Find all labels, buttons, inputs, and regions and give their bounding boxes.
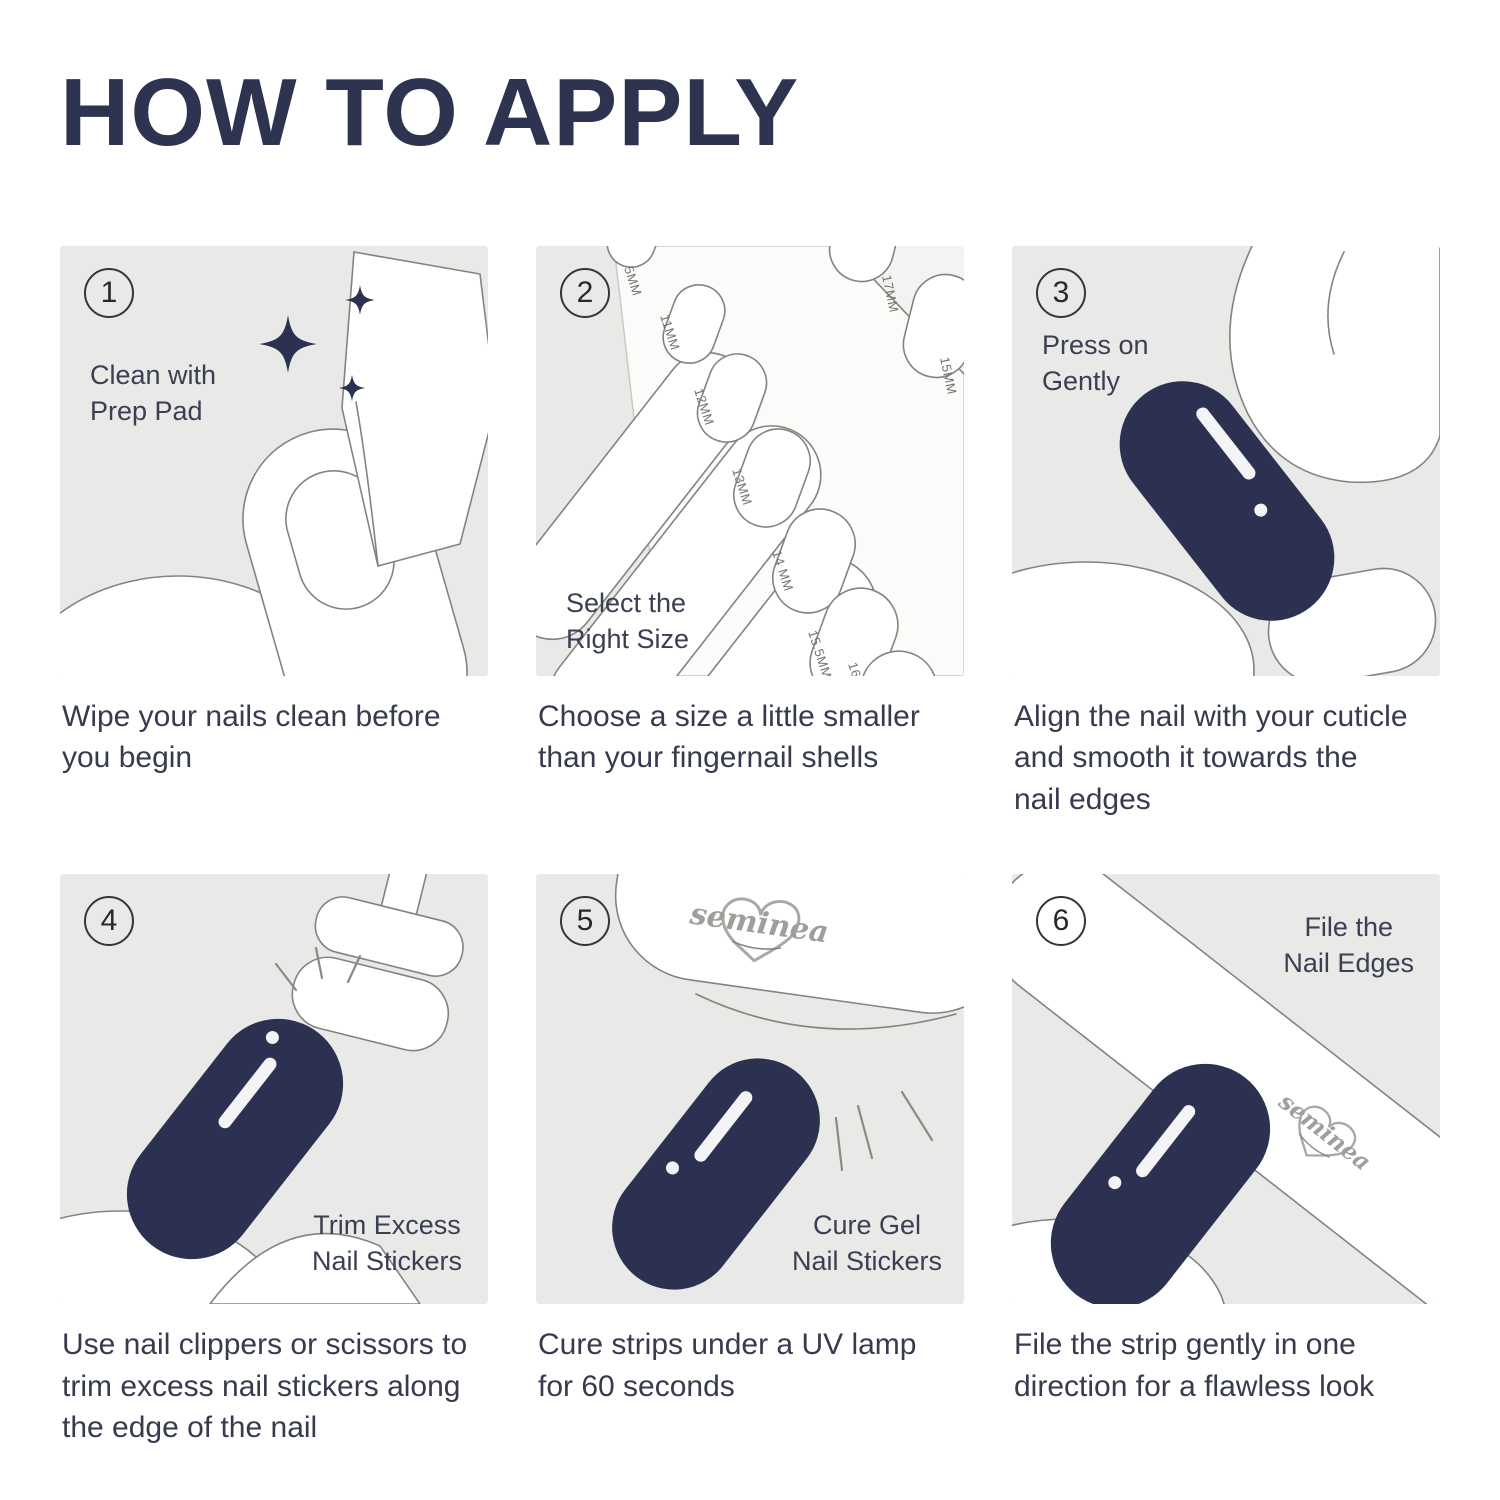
strip-body (126, 1019, 344, 1260)
step-number-badge: 3 (1036, 268, 1086, 318)
trim-sparks (274, 947, 362, 992)
press-illustration (1012, 246, 1440, 676)
step-6: seminea 6 File the Nail Edges File the s… (1012, 874, 1440, 1448)
step-3: 3 Press on Gently Align the nail with yo… (1012, 246, 1440, 820)
thumb-crease (1327, 251, 1345, 355)
clipper-lever (314, 896, 464, 978)
strip-highlight-dot (1254, 503, 1268, 517)
step-4: 4 Trim Excess Nail Stickers Use nail cli… (60, 874, 488, 1448)
fingertip-skin (208, 1233, 421, 1305)
step-label: Select the Right Size (566, 588, 690, 654)
prep-pad (341, 251, 488, 567)
step-label: File the Nail Edges (1283, 912, 1414, 978)
strip-highlight-dot (1108, 1176, 1122, 1190)
step-label: Cure Gel Nail Stickers (791, 1210, 942, 1276)
pad-fold-line (355, 401, 379, 567)
step-number-badge: 4 (84, 896, 134, 947)
strip-body (612, 1058, 820, 1290)
step-caption: Align the nail with your cuticle and smo… (1014, 700, 1408, 816)
sticker-13mm (733, 428, 811, 528)
gel-nail-strip (612, 1058, 820, 1290)
lamp-body (614, 874, 964, 1015)
step-caption: Wipe your nails clean before you begin (62, 700, 441, 775)
strip-highlight (218, 1057, 277, 1129)
step-caption: File the strip gently in one direction f… (1014, 1328, 1375, 1403)
clean-illustration (60, 251, 488, 676)
nail-size-stickers (606, 246, 964, 676)
uv-lamp: seminea (614, 874, 964, 1015)
gel-nail-strip (1050, 1064, 1271, 1305)
finger (1012, 561, 1255, 676)
strip-highlight (694, 1091, 753, 1162)
step-number-badge: 2 (560, 268, 610, 318)
heart-icon (721, 897, 801, 963)
lamp-opening (695, 993, 957, 1030)
strip-body (1119, 381, 1335, 621)
sticker-12mm (696, 353, 768, 443)
step-5: seminea 5 Cure Gel Nail Stickers Cure st (536, 874, 964, 1448)
trim-illustration (60, 874, 464, 1305)
strip-highlight-dot (265, 1031, 279, 1045)
sticker-17mm (828, 246, 904, 283)
strip-highlight-dot (666, 1161, 680, 1175)
steps-grid: 1 Clean with Prep Pad Wipe your nails cl… (0, 246, 1500, 1448)
sticker-5mm (606, 246, 666, 268)
step-caption: Cure strips under a UV lamp for 60 secon… (538, 1328, 917, 1403)
step-number-badge: 1 (84, 268, 134, 318)
step-5-panel: seminea 5 Cure Gel Nail Stickers (536, 874, 964, 1305)
step-6-panel: seminea 6 File the Nail Edges (1012, 874, 1440, 1305)
strip-body (1050, 1064, 1271, 1305)
gel-nail-strip (126, 1019, 344, 1260)
step-number-badge: 5 (560, 896, 610, 947)
step-2-panel: 5MM 11MM 12MM 13MM 14 MM 15.5MM 16.5MM 1… (536, 246, 964, 676)
step-4-panel: 4 Trim Excess Nail Stickers (60, 874, 488, 1305)
sparkles-icon (259, 285, 375, 402)
strip-highlight (1136, 1105, 1196, 1178)
heart-icon (1298, 1105, 1357, 1157)
nail-file: seminea (1012, 874, 1440, 1305)
step-label: Trim Excess Nail Stickers (311, 1210, 462, 1276)
step-caption: Use nail clippers or scissors to trim ex… (62, 1328, 468, 1444)
step-label: Press on Gently (1042, 330, 1149, 396)
page-title: HOW TO APPLY (60, 59, 800, 166)
strip-highlight (1196, 407, 1256, 480)
size-select-illustration: 5MM 11MM 12MM 13MM 14 MM 15.5MM 16.5MM 1… (536, 246, 964, 676)
step-3-panel: 3 Press on Gently (1012, 246, 1440, 676)
sticker-14mm (772, 508, 856, 614)
step-2: 5MM 11MM 12MM 13MM 14 MM 15.5MM 16.5MM 1… (536, 246, 964, 820)
sparkle-small-bottom (338, 374, 366, 402)
cure-illustration: seminea (612, 874, 964, 1290)
sticker-16-5mm (846, 650, 938, 676)
nail-clippers-icon (291, 874, 464, 1052)
sparkle-large (259, 315, 317, 373)
gel-nail-strip (1119, 381, 1335, 621)
brand-tagline-flourish (1298, 1133, 1330, 1158)
ring-finger (652, 556, 878, 676)
clipper-body (291, 956, 450, 1052)
sticker-11mm (662, 284, 726, 364)
sticker-15mm (902, 273, 964, 379)
uv-light-rays (834, 1091, 934, 1172)
step-caption: Choose a size a little smaller than your… (538, 700, 920, 775)
sparkle-small-top (345, 285, 375, 315)
step-label: Clean with Prep Pad (90, 360, 217, 426)
step-number-badge: 6 (1036, 896, 1086, 947)
thumb (1229, 246, 1440, 484)
file-illustration: seminea (1012, 874, 1440, 1305)
brand-tagline-flourish (731, 940, 781, 951)
step-1: 1 Clean with Prep Pad Wipe your nails cl… (60, 246, 488, 820)
step-1-panel: 1 Clean with Prep Pad (60, 246, 488, 676)
